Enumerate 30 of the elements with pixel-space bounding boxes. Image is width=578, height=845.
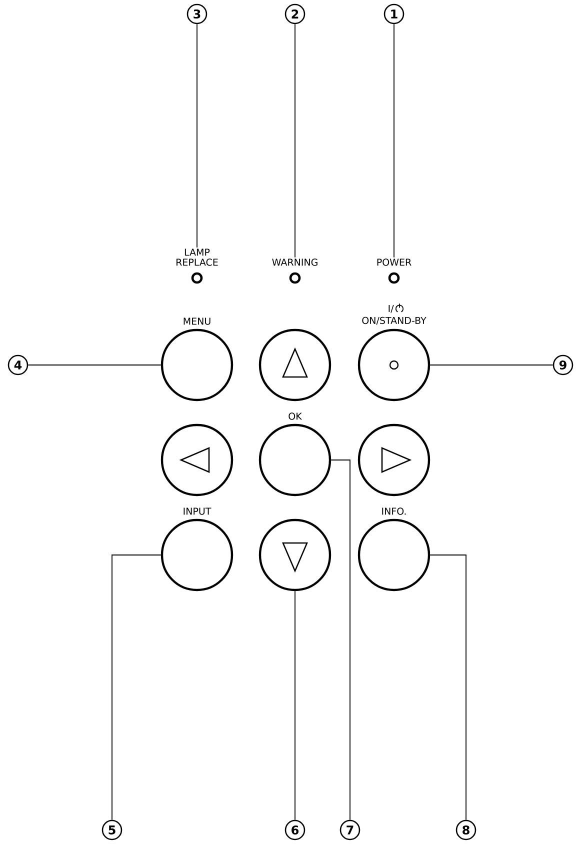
leader-line: [330, 460, 350, 820]
button-label: OK: [288, 412, 302, 420]
callout-number: 3: [186, 4, 208, 24]
callout-number: 8: [456, 820, 476, 840]
callout-number: 2: [284, 4, 306, 24]
button-label: INFO.: [382, 508, 406, 515]
callout-number: 5: [102, 820, 122, 840]
leader-line: [28, 364, 162, 366]
callout-number: 7: [340, 820, 360, 840]
indicator-label: WARNING: [272, 258, 318, 266]
arrow-button: [358, 424, 430, 496]
leader-line: [430, 364, 554, 366]
arrow-button: [258, 328, 332, 402]
indicator-label: POWER: [377, 258, 412, 266]
button-label: INPUT: [184, 508, 212, 515]
callout-number: 9: [552, 354, 574, 376]
arrow-button: [160, 424, 234, 496]
arrow-button: [258, 518, 332, 592]
button-label: MENU: [184, 318, 210, 325]
callout-number: 6: [284, 820, 306, 840]
leader-line: [430, 554, 466, 820]
leader-line: [196, 24, 198, 248]
leader-line: [294, 590, 296, 820]
callout-number: 1: [384, 4, 404, 24]
leader-line: [112, 554, 162, 820]
indicator-label: LAMP REPLACE: [176, 248, 218, 266]
callout-number: 4: [8, 354, 28, 376]
button-label: I/: [388, 305, 394, 313]
button-label: ON/STAND-BY: [362, 316, 426, 325]
leader-line: [294, 24, 296, 258]
